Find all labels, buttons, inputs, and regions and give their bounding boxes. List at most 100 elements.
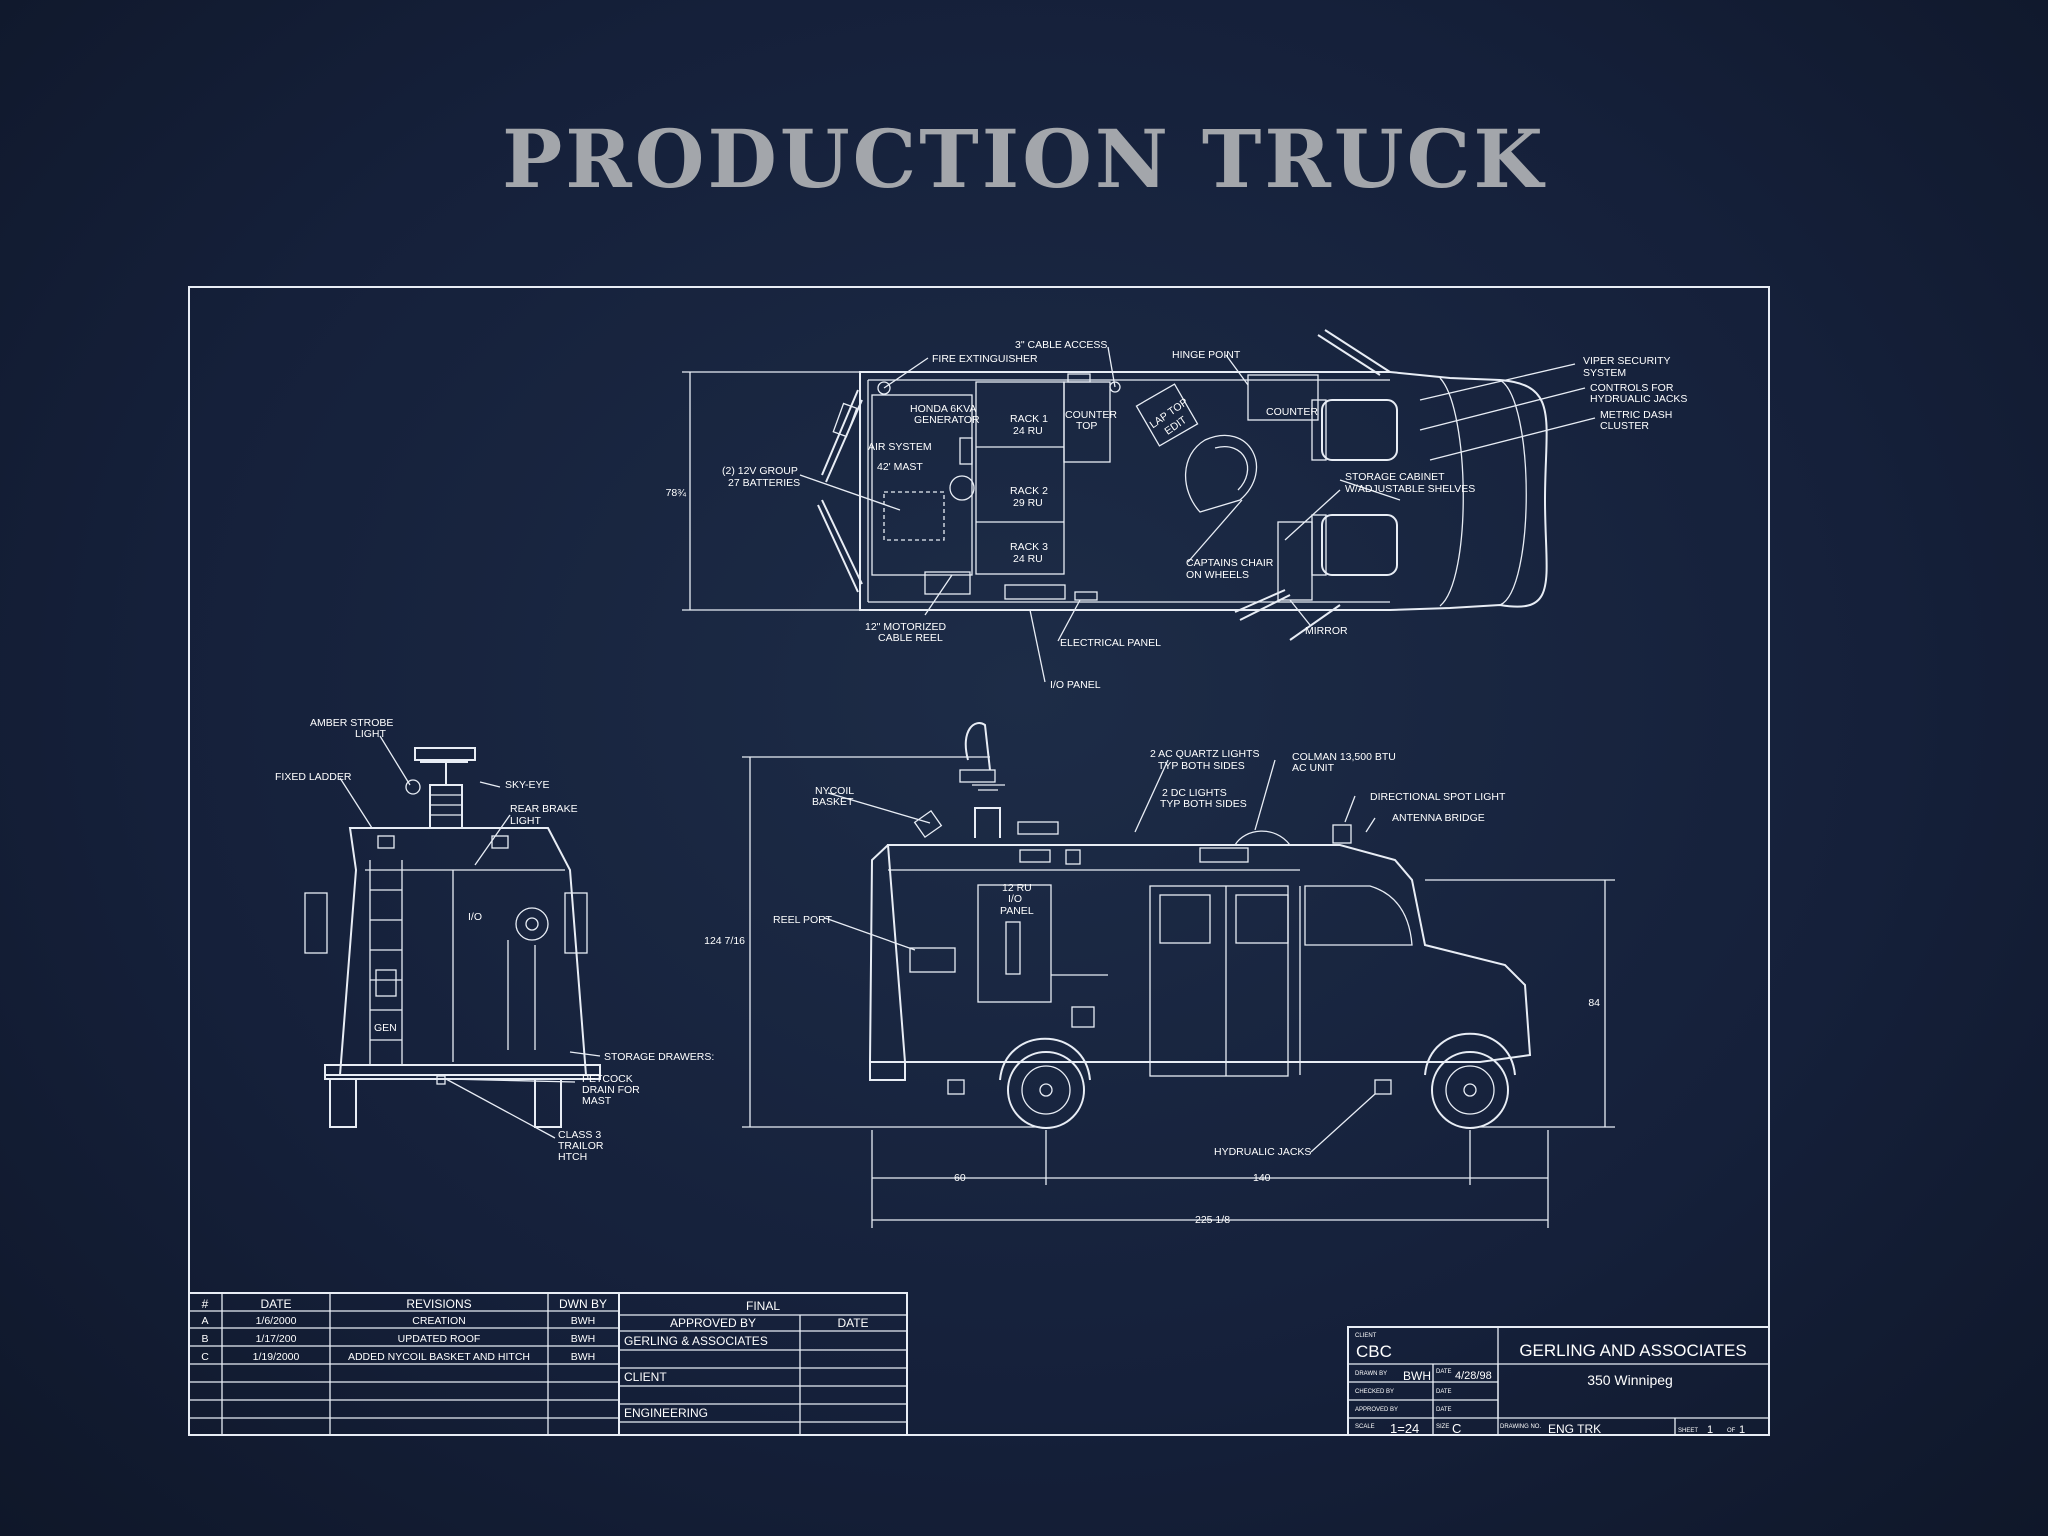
tb-drawn-by: BWH: [1403, 1369, 1431, 1383]
label-petcock-2: DRAIN FOR: [582, 1084, 640, 1096]
tb-scale-label: SCALE: [1355, 1424, 1375, 1430]
label-rack2-1: RACK 2: [1010, 485, 1048, 497]
label-viper-1: VIPER SECURITY: [1583, 355, 1671, 367]
tb-sheet: 1: [1707, 1424, 1713, 1436]
plan-labels: FIRE EXTINGUISHER 3" CABLE ACCESS HINGE …: [666, 339, 1688, 691]
rev-row-a-num: A: [201, 1315, 208, 1327]
label-colman-2: AC UNIT: [1292, 762, 1335, 774]
label-petcock-1: PETCOCK: [582, 1073, 633, 1085]
side-labels: 2 AC QUARTZ LIGHTS TYP BOTH SIDES 2 DC L…: [704, 748, 1600, 1226]
rev-header-revisions: REVISIONS: [406, 1297, 471, 1311]
label-mast: 42' MAST: [877, 461, 923, 473]
plan-view: [682, 329, 1596, 683]
tb-client-label: CLIENT: [1355, 1333, 1377, 1339]
label-colman-1: COLMAN 13,500 BTU: [1292, 751, 1396, 763]
label-dc-1: 2 DC LIGHTS: [1162, 787, 1227, 799]
label-mirror: MIRROR: [1305, 625, 1348, 637]
rev-row-b-desc: UPDATED ROOF: [398, 1333, 481, 1345]
label-controls-2: HYDRUALIC JACKS: [1590, 393, 1687, 405]
label-metric-1: METRIC DASH: [1600, 409, 1672, 421]
label-dim-60: 60: [954, 1172, 966, 1184]
rev-header-date: DATE: [260, 1297, 291, 1311]
label-nycoil-2: BASKET: [812, 796, 854, 808]
label-batteries-1: (2) 12V GROUP: [722, 465, 798, 477]
label-fire-extinguisher: FIRE EXTINGUISHER: [932, 353, 1038, 365]
label-rack1-2: 24 RU: [1013, 425, 1043, 437]
rev-row-c-date: 1/19/2000: [253, 1351, 300, 1363]
tb-drawing-no-label: DRAWING NO.: [1500, 1424, 1541, 1430]
title-block-text: CLIENT CBC GERLING AND ASSOCIATES 350 Wi…: [1355, 1333, 1747, 1436]
label-gen: GEN: [374, 1022, 397, 1034]
label-storage-drawers: STORAGE DRAWERS:: [604, 1051, 714, 1063]
label-spot: DIRECTIONAL SPOT LIGHT: [1370, 791, 1506, 803]
label-class3-3: HTCH: [558, 1151, 587, 1163]
label-quartz-1: 2 AC QUARTZ LIGHTS: [1150, 748, 1260, 760]
label-petcock-3: MAST: [582, 1095, 612, 1107]
label-io-panel: I/O PANEL: [1050, 679, 1101, 691]
revisions-table: [188, 1292, 620, 1436]
tb-size: C: [1452, 1421, 1461, 1436]
rev-row-a-date: 1/6/2000: [256, 1315, 297, 1327]
label-air-system: AIR SYSTEM: [868, 441, 932, 453]
label-rear-brake-1: REAR BRAKE: [510, 803, 578, 815]
tb-company: GERLING AND ASSOCIATES: [1519, 1341, 1746, 1360]
label-dc-2: TYP BOTH SIDES: [1160, 798, 1247, 810]
label-reel-port: REEL PORT: [773, 914, 833, 926]
tb-date-label-3: DATE: [1436, 1407, 1452, 1413]
label-antenna: ANTENNA BRIDGE: [1392, 812, 1485, 824]
rev-row-c-desc: ADDED NYCOIL BASKET AND HITCH: [348, 1351, 530, 1363]
label-cable-reel-2: CABLE REEL: [878, 632, 943, 644]
label-dim-140: 140: [1253, 1172, 1271, 1184]
rev-row-b-date: 1/17/200: [256, 1333, 297, 1345]
label-viper-2: SYSTEM: [1583, 367, 1626, 379]
label-sky-eye: SKY-EYE: [505, 779, 550, 791]
approval-row-gerling: GERLING & ASSOCIATES: [624, 1334, 768, 1348]
rev-header-dwn-by: DWN BY: [559, 1297, 607, 1311]
rev-row-c-num: C: [201, 1351, 209, 1363]
label-captains-1: CAPTAINS CHAIR: [1186, 557, 1274, 569]
label-rack3-1: RACK 3: [1010, 541, 1048, 553]
label-width-dim: 78¾: [666, 487, 687, 499]
tb-date-label-2: DATE: [1436, 1389, 1452, 1395]
label-nycoil-1: NYCOIL: [815, 785, 854, 797]
tb-checked-by-label: CHECKED BY: [1355, 1389, 1394, 1395]
tb-drawn-by-label: DRAWN BY: [1355, 1371, 1387, 1377]
approval-final: FINAL: [746, 1299, 780, 1313]
label-storage-1: STORAGE CABINET: [1345, 471, 1445, 483]
label-class3-2: TRAILOR: [558, 1140, 604, 1152]
tb-drawn-date: 4/28/98: [1455, 1370, 1492, 1382]
label-counter: COUNTER: [1266, 406, 1318, 418]
rear-labels: AMBER STROBE LIGHT FIXED LADDER SKY-EYE …: [275, 717, 714, 1163]
label-captains-2: ON WHEELS: [1186, 569, 1249, 581]
label-quartz-2: TYP BOTH SIDES: [1158, 760, 1245, 772]
label-cable-reel-1: 12" MOTORIZED: [865, 621, 947, 633]
tb-approved-by-label: APPROVED BY: [1355, 1407, 1398, 1413]
label-ru-3: PANEL: [1000, 905, 1034, 917]
rev-row-c-by: BWH: [571, 1351, 596, 1363]
tb-drawing-no: ENG TRK: [1548, 1422, 1601, 1436]
approval-table: [618, 1292, 908, 1436]
label-ru-2: I/O: [1008, 893, 1022, 905]
tb-of: 1: [1739, 1424, 1745, 1436]
label-height-dim: 124 7/16: [704, 935, 745, 947]
label-amber-2: LIGHT: [355, 728, 387, 740]
sheet-border: [188, 286, 1770, 1436]
label-dim-84: 84: [1588, 997, 1600, 1009]
label-controls-1: CONTROLS FOR: [1590, 382, 1674, 394]
revisions-text: # DATE REVISIONS DWN BY A 1/6/2000 CREAT…: [201, 1297, 607, 1363]
tb-date-label-1: DATE: [1436, 1369, 1452, 1375]
label-io: I/O: [468, 911, 482, 923]
page-title: PRODUCTION TRUCK: [502, 112, 1546, 206]
tb-scale: 1=24: [1390, 1421, 1419, 1436]
label-counter-top-2: TOP: [1076, 420, 1097, 432]
label-amber-1: AMBER STROBE: [310, 717, 393, 729]
rev-row-a-by: BWH: [571, 1315, 596, 1327]
label-hinge-point: HINGE POINT: [1172, 349, 1241, 361]
approval-text: FINAL APPROVED BY DATE GERLING & ASSOCIA…: [624, 1299, 869, 1420]
rev-row-b-by: BWH: [571, 1333, 596, 1345]
tb-of-label: OF: [1727, 1428, 1736, 1434]
label-counter-top-1: COUNTER: [1065, 409, 1117, 421]
label-honda-1: HONDA 6KVA: [910, 403, 976, 415]
